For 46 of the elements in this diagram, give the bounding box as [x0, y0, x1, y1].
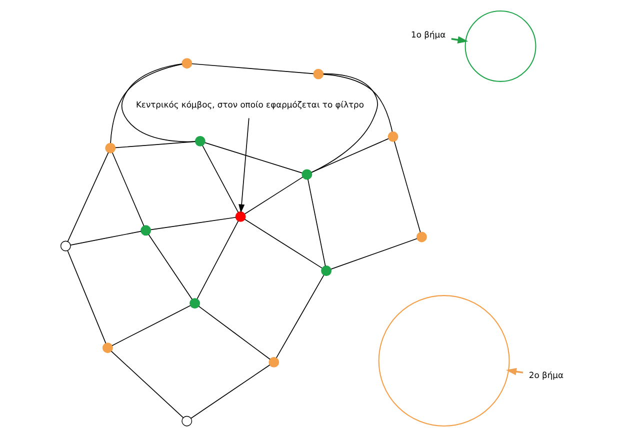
- connector: [120, 63, 196, 142]
- connector: [111, 152, 144, 226]
- node-circle: [189, 298, 200, 309]
- node-circle: [387, 131, 398, 142]
- node-circle: [320, 266, 332, 276]
- node-circle: [102, 342, 112, 354]
- node-text: 1ο βήμα: [410, 30, 446, 40]
- node-circle: [104, 142, 116, 154]
- connector: [196, 220, 238, 300]
- connector: [190, 364, 270, 419]
- node-circle: [268, 356, 279, 368]
- node-circle: [181, 58, 192, 69]
- connector: [110, 350, 184, 418]
- connector: [310, 138, 388, 173]
- connector: [148, 234, 192, 300]
- connector: [150, 216, 236, 230]
- connector: [244, 218, 322, 268]
- connector: [393, 141, 420, 233]
- node-circle: [464, 10, 536, 82]
- node-circle: [234, 211, 246, 222]
- node-circle: [194, 136, 205, 146]
- connector: [66, 250, 106, 344]
- node-text: 2ο βήμα: [528, 370, 563, 380]
- connector: [70, 230, 141, 246]
- connector: [244, 176, 303, 214]
- connector: [322, 74, 392, 132]
- connector: [198, 306, 270, 360]
- connector: [111, 305, 190, 346]
- node-circle: [312, 68, 324, 80]
- node-circle: [140, 225, 151, 236]
- node-circle: [60, 240, 70, 252]
- connector: [275, 274, 324, 358]
- node-circle: [301, 169, 312, 180]
- arrow: [450, 36, 468, 44]
- connector: [66, 152, 108, 242]
- node-circle: [181, 416, 192, 426]
- connector: [191, 63, 314, 74]
- connector: [330, 238, 417, 270]
- node-circle: [378, 295, 510, 426]
- node-circle: [416, 232, 426, 242]
- node-text: Κεντρικός κόμβος, στον οποίο εφαρμόζεται το φίλτρο: [135, 100, 364, 110]
- connector: [110, 64, 182, 144]
- arrow: [238, 118, 249, 214]
- connector: [204, 142, 302, 174]
- connector: [307, 178, 326, 266]
- connector: [202, 145, 238, 213]
